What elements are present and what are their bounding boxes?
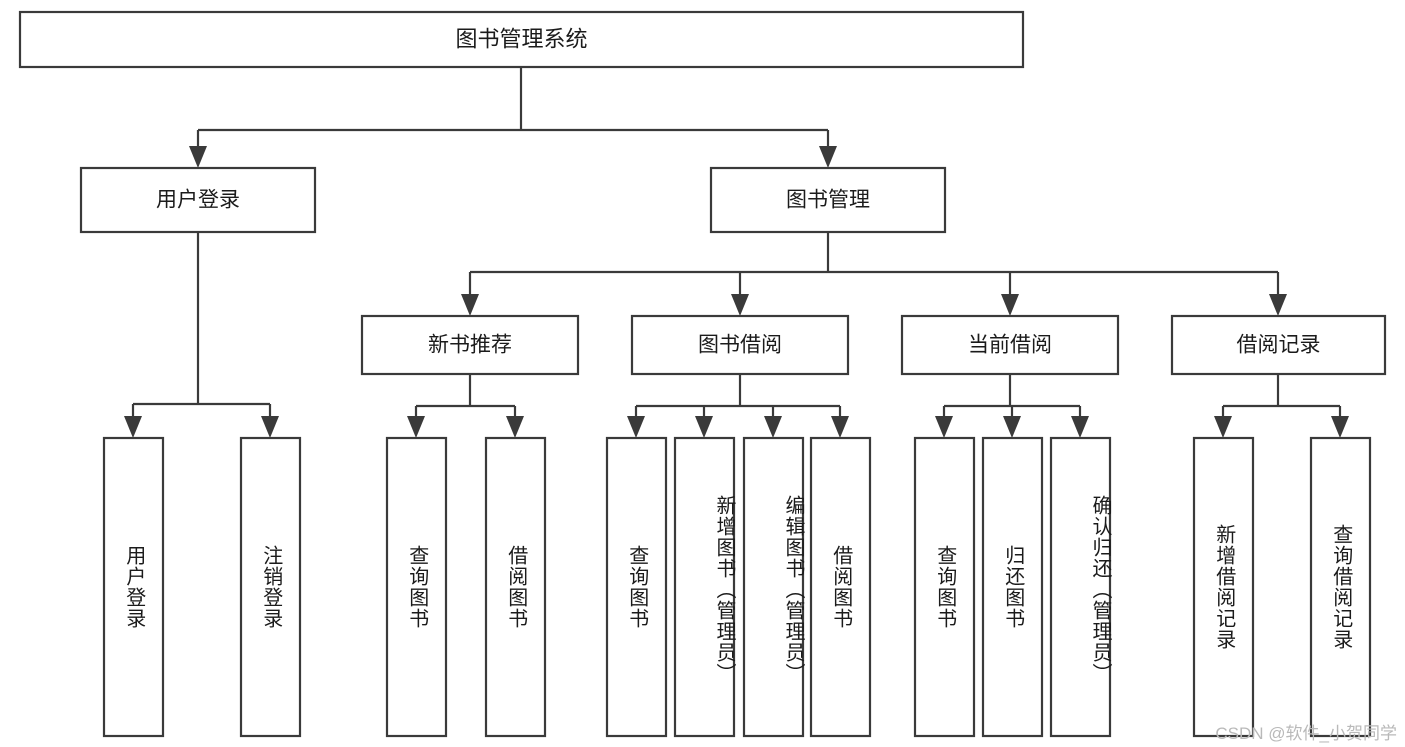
connector-root-to-level2 [189,67,837,168]
connector-user-login-to-leaves [124,232,279,438]
arrow-head-icon [1001,294,1019,316]
arrow-head-icon [461,294,479,316]
arrow-head-icon [819,146,837,168]
node-box-new-book-rec[interactable] [360,314,580,376]
arrow-head-icon [695,416,713,438]
arrow-head-icon [627,416,645,438]
connector-new-book-rec-to-leaves [407,374,524,438]
arrow-head-icon [1214,416,1232,438]
node-box-user-login[interactable] [79,166,317,234]
connector-borrow-record-to-leaves [1214,374,1349,438]
node-box-leaf-return-book[interactable] [981,436,1044,738]
box-layer [18,10,1387,738]
node-box-leaf-query-book-2[interactable] [605,436,668,738]
csdn-watermark: CSDN @软件_小贺同学 [1215,724,1397,743]
node-box-leaf-borrow-book-1[interactable] [484,436,547,738]
node-box-leaf-confirm-return-admin[interactable] [1049,436,1112,738]
arrow-head-icon [731,294,749,316]
node-box-leaf-add-borrow-record[interactable] [1192,436,1255,738]
node-label-current-borrow: 当前借阅 [968,334,1052,357]
arrow-head-icon [124,416,142,438]
arrow-head-icon [261,416,279,438]
connector-layer [124,67,1349,438]
arrow-head-icon [189,146,207,168]
node-box-book-borrow[interactable] [630,314,850,376]
node-box-leaf-query-book-3[interactable] [913,436,976,738]
node-box-book-manage[interactable] [709,166,947,234]
node-label-user-login: 用户登录 [156,189,240,212]
arrow-head-icon [1331,416,1349,438]
arrow-head-icon [1269,294,1287,316]
node-box-leaf-logout-login[interactable] [239,436,302,738]
arrow-head-icon [506,416,524,438]
node-box-root[interactable] [18,10,1025,69]
node-box-current-borrow[interactable] [900,314,1120,376]
arrow-head-icon [831,416,849,438]
node-box-leaf-user-login[interactable] [102,436,165,738]
arrow-head-icon [935,416,953,438]
connector-book-manage-to-level3 [461,232,1287,316]
node-label-root: 图书管理系统 [455,26,587,51]
arrow-head-icon [1071,416,1089,438]
arrow-head-icon [407,416,425,438]
arrow-head-icon [764,416,782,438]
node-label-borrow-record: 借阅记录 [1237,334,1321,357]
node-label-book-borrow: 图书借阅 [698,334,782,357]
node-box-leaf-edit-book-admin[interactable] [742,436,805,738]
connector-book-borrow-to-leaves [627,374,849,438]
node-box-leaf-borrow-book-2[interactable] [809,436,872,738]
connector-current-borrow-to-leaves [935,374,1089,438]
arrow-head-icon [1003,416,1021,438]
node-box-leaf-query-borrow-record[interactable] [1309,436,1372,738]
node-box-leaf-add-book-admin[interactable] [673,436,736,738]
node-label-new-book-rec: 新书推荐 [428,334,512,357]
node-box-borrow-record[interactable] [1170,314,1387,376]
node-box-leaf-query-book-1[interactable] [385,436,448,738]
node-label-book-manage: 图书管理 [786,189,870,212]
